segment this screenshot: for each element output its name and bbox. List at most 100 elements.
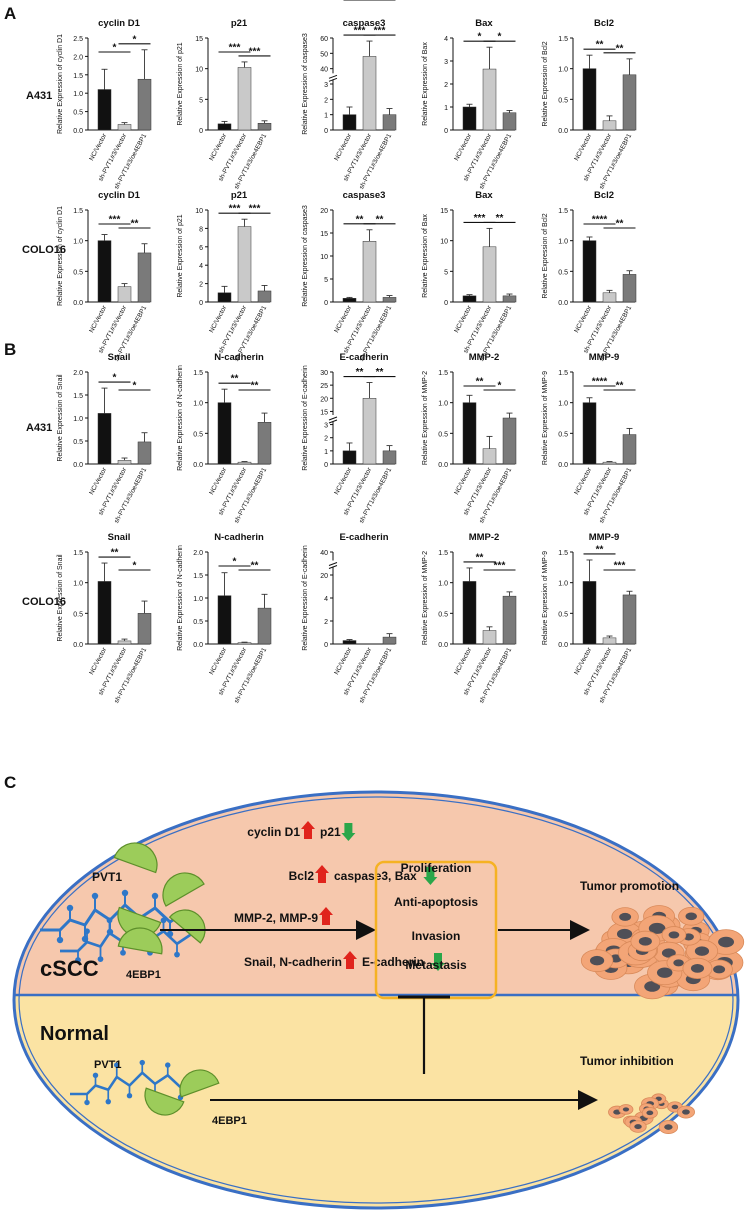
chart-title: p21 bbox=[231, 18, 248, 29]
pvt1-4ebp1-normal-icon bbox=[70, 1059, 220, 1116]
y-axis-label: Relative Expression of p21 bbox=[177, 214, 184, 297]
x-tick-label: NC/Vector bbox=[88, 304, 108, 334]
bar bbox=[342, 450, 357, 465]
y-tick-label: 1.0 bbox=[73, 581, 83, 588]
x-tick-label: NC/Vector bbox=[573, 304, 593, 334]
outcome-item: Invasion bbox=[412, 929, 461, 943]
significance-label: ** bbox=[111, 548, 119, 559]
y-axis-label: Relative Expression of MMP-2 bbox=[422, 371, 429, 465]
significance-label: * bbox=[358, 0, 362, 3]
y-axis-label: Relative Expression of p21 bbox=[177, 42, 184, 125]
tumor-nucleus bbox=[694, 946, 710, 956]
bar bbox=[117, 460, 132, 465]
y-tick-label: 1.0 bbox=[558, 67, 568, 74]
y-tick-label: 2 bbox=[444, 82, 448, 89]
significance-label: * bbox=[133, 34, 137, 45]
axis-break-mark bbox=[328, 565, 338, 569]
y-axis-label: Relative Expression of caspase3 bbox=[302, 33, 309, 135]
down-arrow-icon bbox=[341, 823, 356, 841]
y-tick-label: 1.5 bbox=[558, 208, 568, 215]
y-tick-label: 2.0 bbox=[73, 370, 83, 377]
significance-label: *** bbox=[474, 213, 486, 224]
rna-node bbox=[75, 957, 81, 963]
chart-title: MMP-2 bbox=[469, 352, 500, 363]
significance-label: *** bbox=[109, 215, 121, 226]
y-tick-label: 2 bbox=[324, 436, 328, 443]
significance-label: * bbox=[478, 32, 482, 43]
down-arrow-icon bbox=[423, 867, 438, 885]
bar bbox=[362, 56, 377, 131]
rna-node bbox=[106, 917, 113, 924]
y-tick-label: 15 bbox=[320, 231, 328, 238]
y-tick-label: 15 bbox=[195, 36, 203, 43]
pvt1-normal-label: PVT1 bbox=[94, 1059, 122, 1071]
y-tick-label: 0.5 bbox=[438, 431, 448, 438]
rna-node bbox=[105, 1098, 111, 1105]
y-tick-label: 4 bbox=[324, 596, 328, 603]
rna-node bbox=[91, 892, 99, 900]
significance-label: *** bbox=[249, 204, 261, 215]
marker-up-label: cyclin D1 bbox=[247, 825, 300, 839]
y-tick-label: 5 bbox=[444, 269, 448, 276]
x-tick-label: NC/Vector bbox=[573, 646, 593, 676]
significance-label: **** bbox=[592, 215, 608, 226]
chart-title: N-cadherin bbox=[214, 352, 264, 363]
significance-label: ** bbox=[251, 381, 259, 392]
bar bbox=[342, 114, 357, 131]
x-tick-label: NC/Vector bbox=[453, 466, 473, 496]
y-tick-label: 25 bbox=[320, 383, 328, 390]
tumor-nucleus bbox=[673, 959, 684, 967]
y-tick-label: 0 bbox=[324, 128, 328, 135]
bar bbox=[622, 434, 637, 465]
bar bbox=[462, 295, 477, 303]
significance-label: **** bbox=[592, 377, 608, 388]
bar bbox=[462, 106, 477, 131]
y-tick-label: 3 bbox=[324, 423, 328, 430]
bar bbox=[137, 441, 152, 465]
tumor-nucleus bbox=[656, 967, 673, 978]
y-tick-label: 0.5 bbox=[73, 269, 83, 276]
panel-letter-b: B bbox=[4, 340, 17, 359]
significance-label: *** bbox=[229, 204, 241, 215]
bar bbox=[97, 413, 112, 465]
y-axis-label: Relative Expression of caspase3 bbox=[302, 205, 309, 307]
significance-label: * bbox=[498, 381, 502, 392]
y-tick-label: 0.5 bbox=[73, 439, 83, 446]
protein-icon bbox=[117, 927, 163, 955]
significance-label: * bbox=[378, 0, 382, 3]
bar bbox=[602, 461, 617, 465]
marker-up-label: Snail, N-cadherin bbox=[244, 955, 342, 969]
chart-title: Bax bbox=[475, 18, 493, 29]
y-axis-label: Relative Expression of MMP-9 bbox=[542, 371, 549, 465]
axis-break-mark bbox=[328, 416, 338, 421]
rna-node bbox=[120, 949, 126, 956]
outcome-item: Proliferation bbox=[401, 861, 472, 875]
bar bbox=[602, 292, 617, 303]
tumor-inhibition-label: Tumor inhibition bbox=[580, 1054, 674, 1068]
y-tick-label: 0.0 bbox=[193, 642, 203, 649]
bar bbox=[582, 68, 597, 131]
y-tick-label: 0.0 bbox=[73, 300, 83, 307]
y-tick-label: 2 bbox=[324, 97, 328, 104]
pvt1-label: PVT1 bbox=[92, 870, 122, 884]
bar bbox=[257, 422, 272, 465]
x-tick-label: NC/Vector bbox=[333, 132, 353, 162]
bar bbox=[237, 67, 252, 131]
y-tick-label: 0 bbox=[324, 462, 328, 469]
y-tick-label: 20 bbox=[320, 208, 328, 215]
bar bbox=[622, 274, 637, 303]
y-tick-label: 1.0 bbox=[73, 416, 83, 423]
y-tick-label: 0.0 bbox=[558, 642, 568, 649]
bar bbox=[502, 595, 517, 645]
bar bbox=[482, 246, 497, 303]
up-arrow-icon bbox=[301, 821, 315, 839]
bar bbox=[502, 295, 517, 303]
